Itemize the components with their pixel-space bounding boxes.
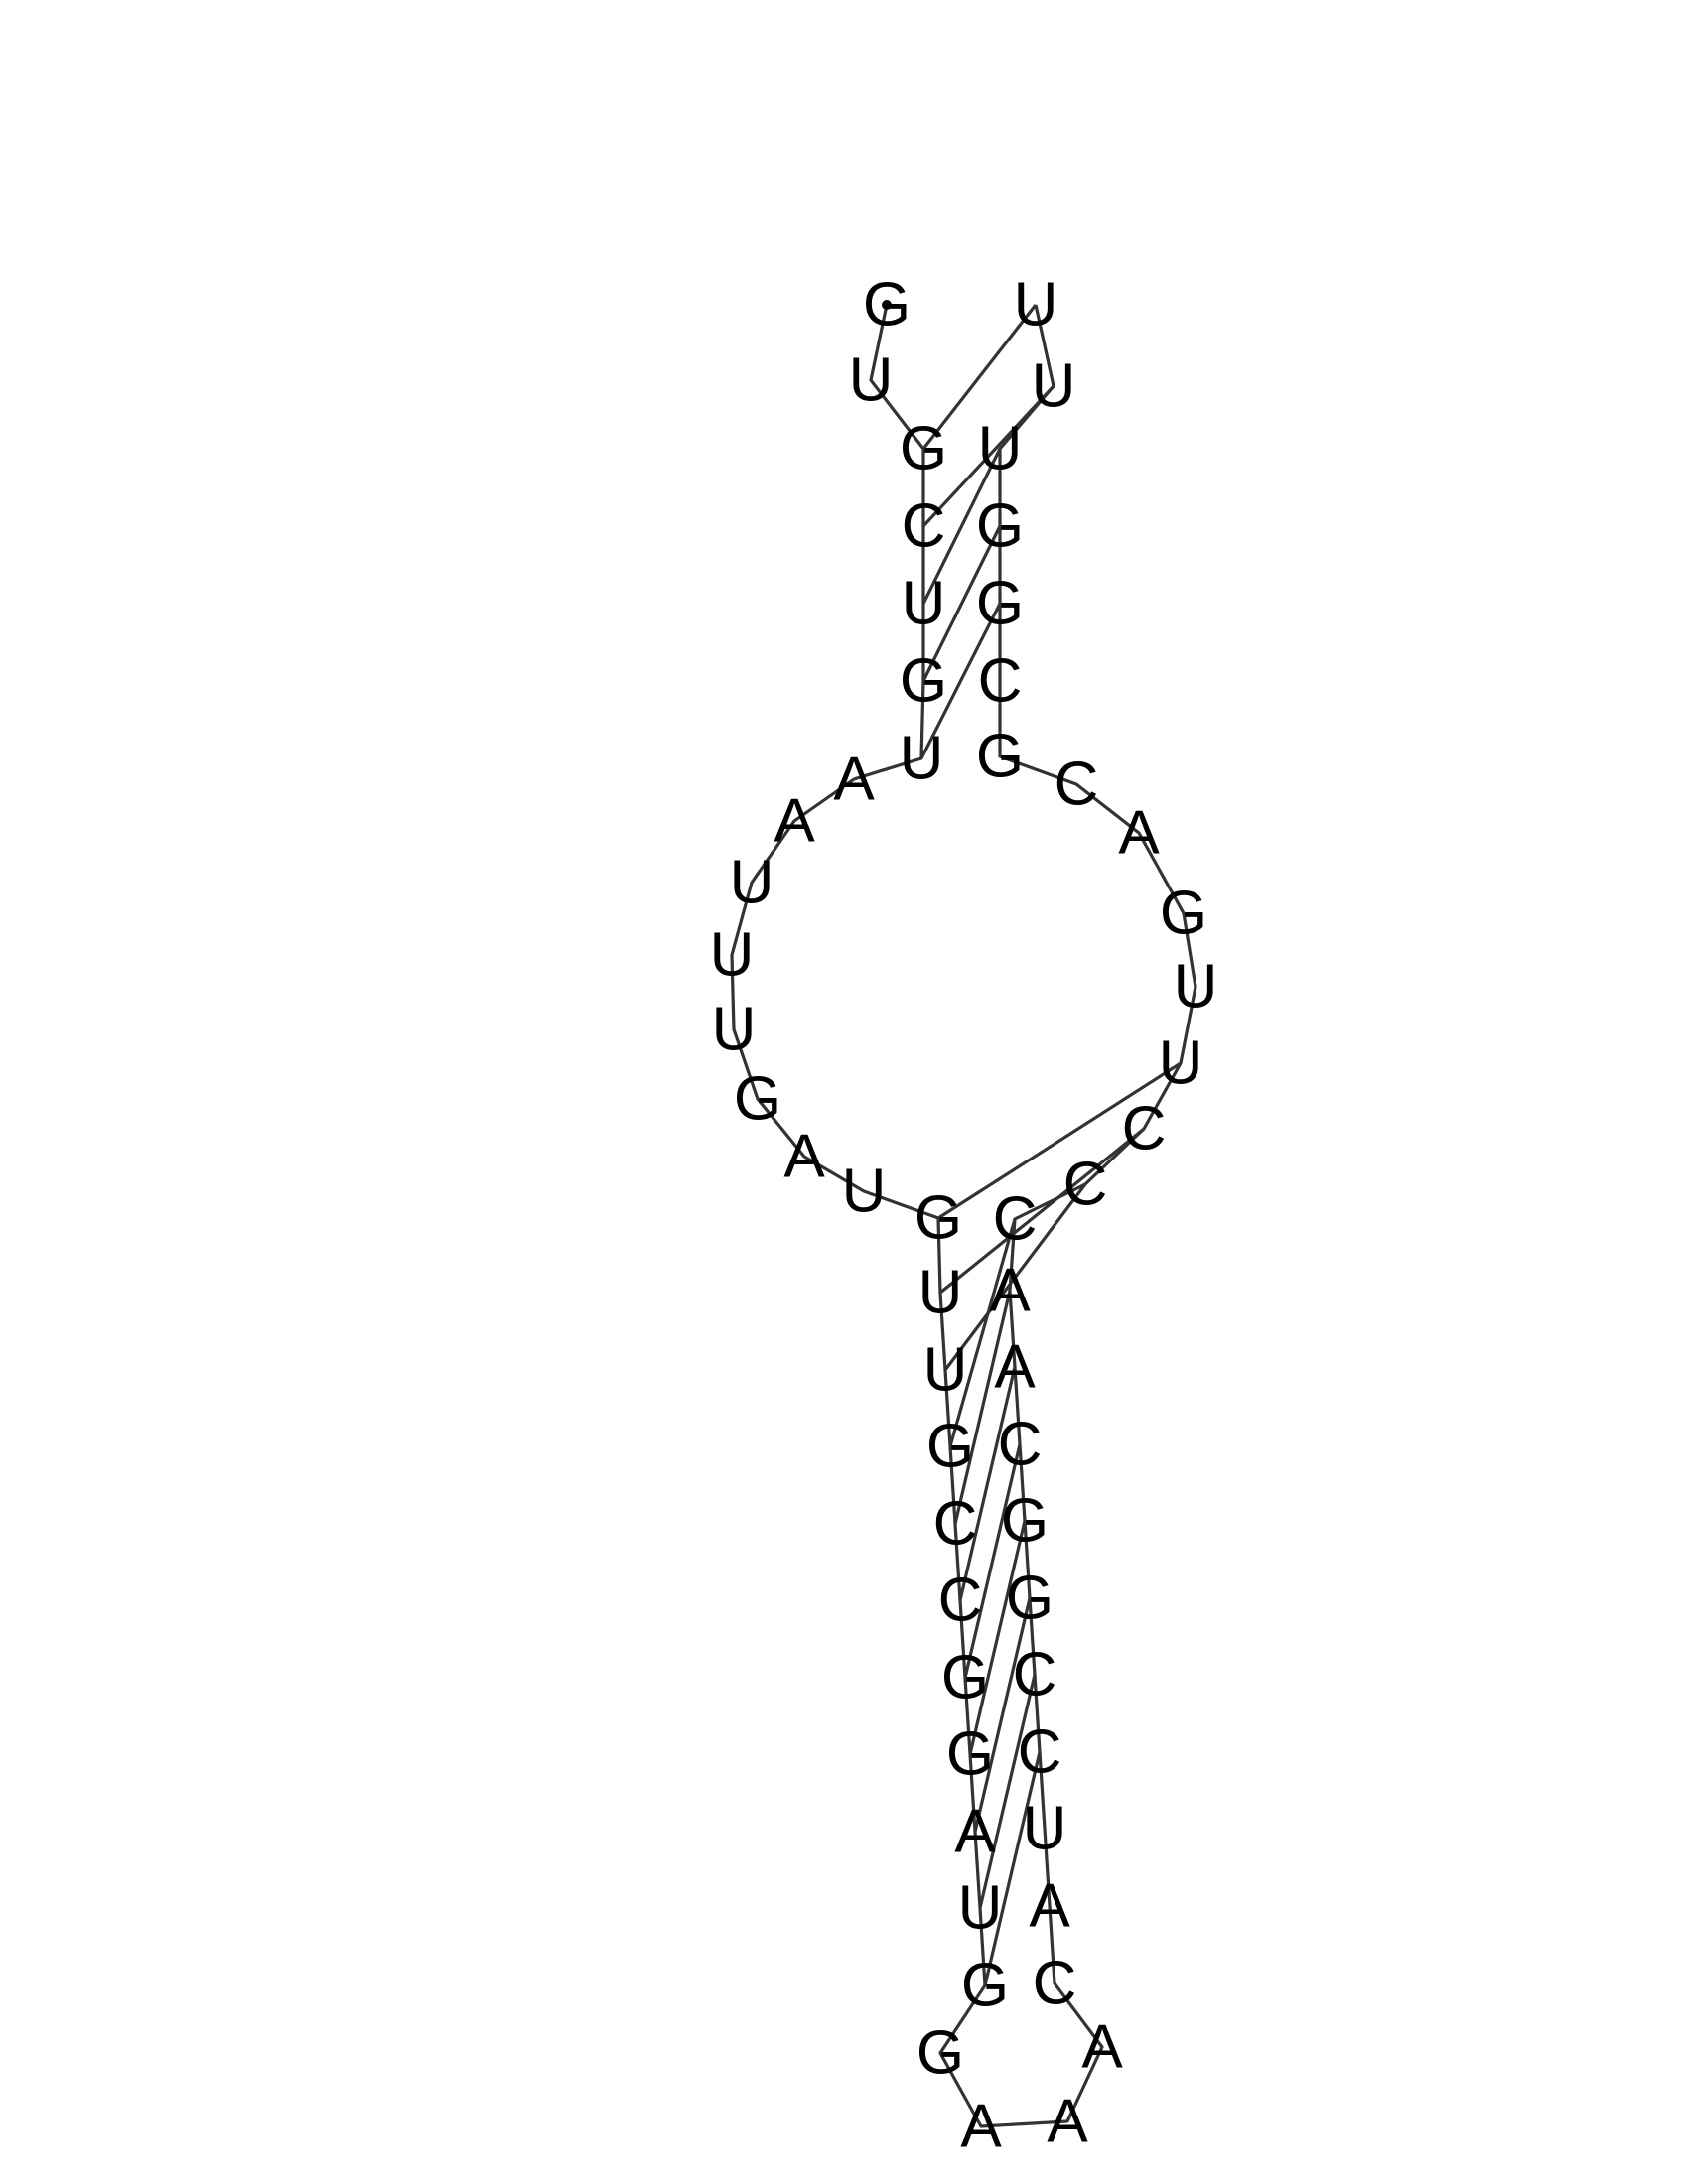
five-prime-start-marker — [882, 300, 892, 310]
nucleotide-g: G — [926, 1413, 974, 1481]
nucleotide-g: G — [1001, 1487, 1049, 1556]
nucleotide-u: U — [712, 996, 757, 1064]
nucleotide-u: U — [849, 346, 894, 415]
nucleotide-c: C — [938, 1567, 983, 1635]
nucleotide-a: A — [994, 1333, 1036, 1402]
nucleotide-u: U — [1159, 1029, 1203, 1098]
base-pair-line — [937, 1061, 1182, 1220]
nucleotide-u: U — [730, 849, 774, 917]
base-pair-line — [983, 1751, 1042, 1986]
nucleotide-u: U — [1174, 953, 1218, 1022]
base-pair-line — [921, 525, 1002, 682]
nucleotide-c: C — [933, 1490, 978, 1559]
nucleotide-u: U — [978, 415, 1023, 483]
base-pair-line — [919, 603, 1002, 759]
nucleotide-g: G — [900, 647, 947, 716]
base-pair-line — [943, 1183, 1087, 1371]
nucleotide-u: U — [918, 1259, 963, 1327]
nucleotide-c: C — [1055, 751, 1099, 819]
nucleotide-u: U — [1032, 352, 1076, 421]
base-pair-line — [948, 1218, 1017, 1447]
nucleotide-g: G — [863, 271, 911, 340]
nucleotide-g: G — [916, 2019, 964, 2088]
nucleotide-g: G — [976, 723, 1024, 791]
base-pair-line — [938, 1127, 1146, 1295]
nucleotide-g: G — [1160, 880, 1207, 948]
nucleotide-c: C — [998, 1411, 1043, 1479]
base-pair-line — [963, 1443, 1022, 1679]
base-pair-line — [953, 1290, 1012, 1525]
nucleotide-u: U — [842, 1158, 887, 1226]
nucleotide-g: G — [946, 1720, 994, 1789]
nucleotide-g: G — [900, 415, 947, 483]
nucleotide-u: U — [710, 921, 755, 990]
nucleotide-g: G — [976, 570, 1024, 638]
base-pair-line — [921, 384, 1055, 528]
nucleotide-a: A — [1029, 1872, 1070, 1941]
backbone-line — [730, 304, 1197, 2128]
nucleotide-a: A — [833, 746, 875, 814]
nucleotide-a: A — [783, 1123, 825, 1191]
nucleotide-u: U — [958, 1874, 1003, 1943]
nucleotide-c: C — [978, 647, 1023, 716]
nucleotide-a: A — [954, 1798, 996, 1866]
nucleotide-u: U — [1023, 1795, 1067, 1863]
nucleotide-a: A — [1081, 2013, 1123, 2082]
nucleotide-g: G — [914, 1184, 962, 1253]
nucleotide-u: U — [900, 725, 944, 793]
nucleotide-a: A — [1118, 799, 1160, 868]
nucleotide-g: G — [976, 492, 1024, 561]
nucleotide-a: A — [989, 1257, 1031, 1325]
base-pair-line — [968, 1520, 1027, 1755]
nucleotide-c: C — [1122, 1095, 1167, 1163]
base-pair-line — [978, 1674, 1037, 1909]
nucleotide-a: A — [960, 2093, 1002, 2161]
base-pair-lines — [919, 304, 1182, 1986]
nucleotide-c: C — [902, 492, 946, 561]
nucleotide-u: U — [923, 1336, 968, 1405]
nucleotide-g: G — [961, 1952, 1009, 2020]
nucleotide-u: U — [902, 570, 946, 638]
nucleotide-u: U — [1014, 271, 1058, 340]
nucleotide-c: C — [1018, 1718, 1062, 1787]
nucleotide-g: G — [941, 1644, 989, 1712]
nucleotide-g: G — [734, 1065, 781, 1134]
nucleotide-c: C — [1013, 1641, 1057, 1709]
base-pair-line — [921, 304, 1038, 450]
base-pair-line — [958, 1366, 1017, 1601]
base-pair-line — [973, 1597, 1032, 1833]
nucleotide-c: C — [1033, 1950, 1077, 2018]
nucleotide-c: C — [993, 1185, 1038, 1254]
base-pair-line — [921, 448, 1002, 605]
nucleotide-a: A — [774, 787, 815, 856]
nucleotide-g: G — [1006, 1565, 1054, 1633]
nucleotide-a: A — [1047, 2088, 1088, 2156]
nucleotide-c: C — [1063, 1151, 1108, 1219]
